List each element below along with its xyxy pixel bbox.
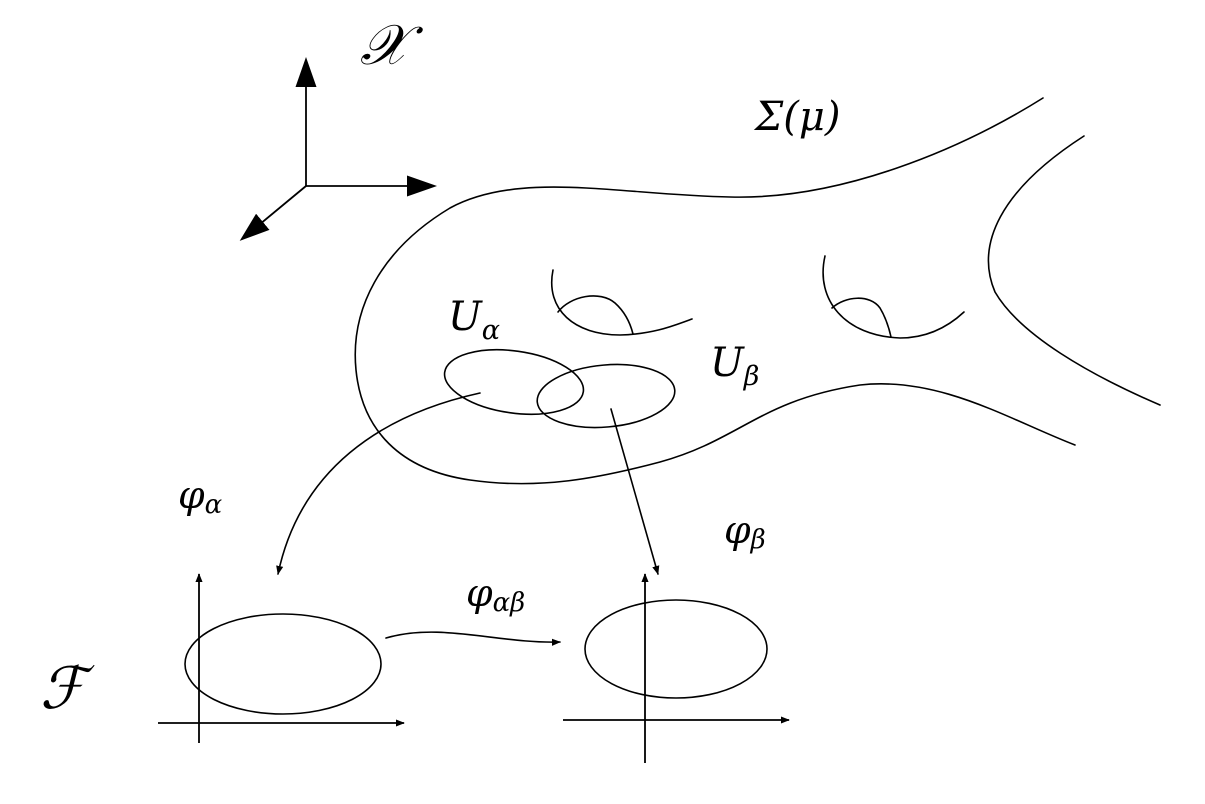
label-u-alpha: Uα (448, 294, 500, 346)
chart-domain-u-alpha (443, 348, 585, 416)
surface-handle-right-inner (831, 297, 892, 338)
label-phi-beta-sub: β (750, 525, 766, 555)
label-phi-alpha-beta-sub: αβ (493, 588, 526, 618)
map-beta-arrow (610, 408, 660, 575)
label-u-beta-main: U (710, 340, 745, 386)
surface-handle-left-outer (550, 269, 693, 336)
chart-beta-image (584, 599, 768, 699)
label-fiber-f: ℱ (40, 654, 95, 722)
label-phi-alpha-sub: α (205, 490, 223, 520)
coordinate-axes-3d (239, 57, 437, 241)
label-phi-alpha-beta: φαβ (466, 571, 525, 618)
label-phi-alpha-beta-main: φ (466, 571, 493, 615)
surface-right-edge (987, 135, 1161, 406)
transition-map-arrow (385, 631, 561, 646)
surface-upper-edge (354, 97, 1076, 485)
axis-diagonal (239, 185, 307, 241)
label-u-alpha-sub: α (482, 315, 500, 346)
label-u-alpha-main: U (448, 294, 483, 340)
label-surface-sigma: Σ(μ) (753, 94, 841, 140)
surface-handle-right-outer (822, 255, 965, 339)
label-phi-beta-main: φ (724, 508, 751, 552)
label-phi-alpha: φα (178, 473, 223, 520)
surface-handle-left-inner (557, 295, 634, 335)
local-chart-beta (563, 573, 790, 763)
label-phi-alpha-main: φ (178, 473, 205, 517)
chart-alpha-image (184, 613, 382, 715)
label-space-x: 𝒳 (360, 13, 424, 78)
chart-domain-u-beta (536, 363, 676, 429)
local-chart-alpha (158, 573, 405, 743)
label-phi-beta: φβ (724, 508, 766, 555)
map-alpha-arrow (276, 392, 481, 575)
surface-sigma (354, 97, 1161, 485)
label-u-beta: Uβ (710, 340, 759, 392)
label-u-beta-sub: β (743, 361, 760, 392)
